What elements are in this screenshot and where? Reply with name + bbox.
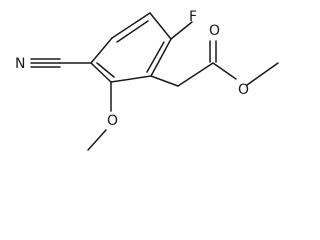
ring-bond-2: [149, 12, 172, 40]
bond-ch2-carbonyl-c: [177, 62, 214, 87]
bond-ester-o-ch3: [246, 62, 279, 86]
chemical-structure: F N O O O: [15, 9, 279, 151]
carbonyl-oxygen-label: O: [209, 23, 220, 39]
bond-carbonyl-c-ester-o: [212, 62, 237, 80]
ring-bond-1: [111, 12, 151, 39]
ring-double-bond-inner-1: [116, 20, 149, 43]
ring-double-bond-inner-2: [146, 41, 165, 73]
methoxy-oxygen-label: O: [107, 113, 118, 129]
ring-bond-6: [90, 37, 113, 64]
ring-bond-5: [90, 62, 112, 83]
ring-double-bond-inner-3: [96, 62, 115, 78]
bond-ring-ch2: [150, 75, 179, 87]
bond-o-ch3-methoxy: [87, 129, 107, 151]
fluorine-label: F: [189, 9, 197, 25]
ring-bond-3: [150, 38, 172, 77]
nitrile-nitrogen-label: N: [15, 56, 25, 72]
ester-oxygen-label: O: [238, 82, 249, 98]
bond-c-f: [170, 21, 193, 40]
ring-bond-4: [110, 75, 152, 83]
